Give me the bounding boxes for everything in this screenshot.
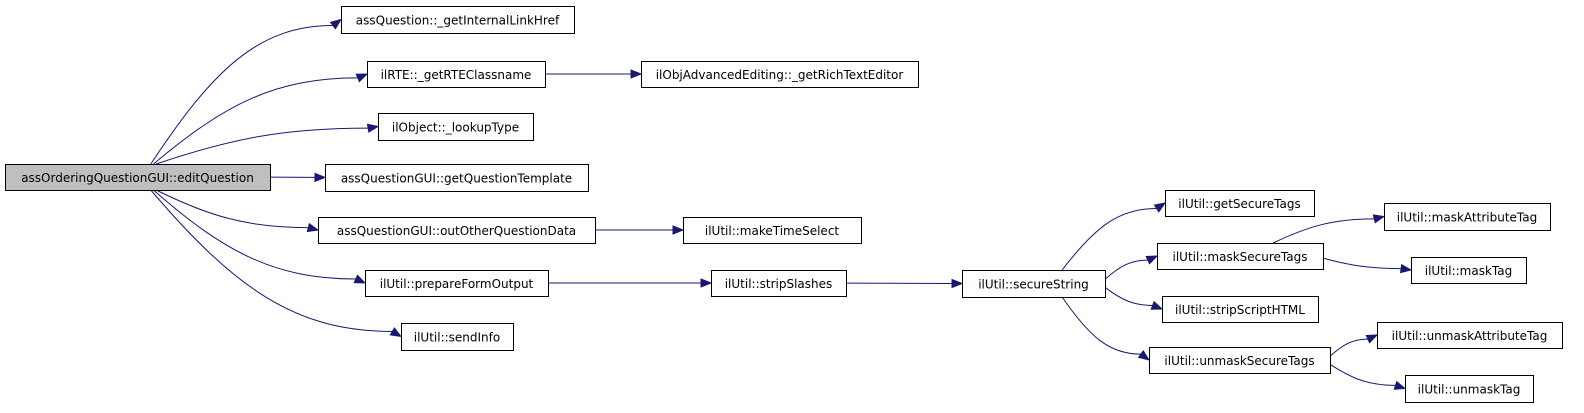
node-out-other[interactable]: assQuestionGUI::outOtherQuestionData xyxy=(318,217,596,244)
node-box xyxy=(1157,243,1324,270)
node-box xyxy=(641,61,919,88)
edge-secure-string-to-mask-secure-tags xyxy=(1104,255,1159,280)
edge-mask-secure-tags-to-mask-tag xyxy=(1322,257,1413,274)
node-box xyxy=(367,61,546,88)
node-secure-string[interactable]: ilUtil::secureString xyxy=(962,270,1106,298)
edge-prepare-form-to-strip-slashes xyxy=(548,278,713,288)
edge-root-to-rte-classname xyxy=(153,73,369,165)
node-box xyxy=(401,323,514,351)
node-label: ilRTE::_getRTEClassname xyxy=(381,68,532,82)
node-label: ilUtil::maskSecureTags xyxy=(1173,250,1308,264)
node-label: ilUtil::makeTimeSelect xyxy=(705,224,840,238)
node-mask-secure-tags[interactable]: ilUtil::maskSecureTags xyxy=(1157,243,1324,270)
node-box xyxy=(1165,190,1315,217)
node-root[interactable]: assOrderingQuestionGUI::editQuestion xyxy=(5,164,271,191)
node-label: ilObjAdvancedEditing::_getRichTextEditor xyxy=(656,68,904,82)
edge-root-to-internal-link-href xyxy=(150,18,343,165)
node-label: assQuestionGUI::getQuestionTemplate xyxy=(341,172,572,186)
node-box xyxy=(365,270,549,297)
node-label: ilUtil::unmaskAttributeTag xyxy=(1392,329,1548,343)
node-box xyxy=(378,113,534,141)
node-label: assQuestion::_getInternalLinkHref xyxy=(356,14,560,28)
node-label: ilUtil::sendInfo xyxy=(414,331,500,345)
node-lookup-type[interactable]: ilObject::_lookupType xyxy=(378,113,534,141)
node-label: ilUtil::maskAttributeTag xyxy=(1397,211,1537,225)
edge-out-other-to-make-time-select xyxy=(595,225,685,235)
node-internal-link-href[interactable]: assQuestion::_getInternalLinkHref xyxy=(341,6,575,34)
node-send-info[interactable]: ilUtil::sendInfo xyxy=(401,323,514,351)
edge-root-to-send-info xyxy=(150,189,403,338)
node-box xyxy=(1411,257,1527,284)
edge-root-to-prepare-form xyxy=(153,189,367,284)
node-label: assOrderingQuestionGUI::editQuestion xyxy=(21,171,254,185)
edge-root-to-question-template xyxy=(269,172,327,183)
node-box xyxy=(683,217,862,244)
node-label: ilUtil::unmaskTag xyxy=(1418,383,1521,397)
node-rte-classname[interactable]: ilRTE::_getRTEClassname xyxy=(367,61,546,88)
node-strip-slashes[interactable]: ilUtil::stripSlashes xyxy=(711,270,847,297)
node-label: ilUtil::unmaskSecureTags xyxy=(1164,354,1314,368)
node-box xyxy=(341,6,575,34)
edge-strip-slashes-to-secure-string xyxy=(845,278,964,289)
node-unmask-tag[interactable]: ilUtil::unmaskTag xyxy=(1405,375,1534,403)
edge-mask-secure-tags-to-mask-attribute-tag xyxy=(1272,214,1386,244)
node-label: ilUtil::getSecureTags xyxy=(1178,197,1300,211)
node-box xyxy=(711,270,847,297)
node-box xyxy=(5,164,271,191)
node-question-template[interactable]: assQuestionGUI::getQuestionTemplate xyxy=(325,164,589,192)
node-rich-text-editor[interactable]: ilObjAdvancedEditing::_getRichTextEditor xyxy=(641,61,919,88)
node-box xyxy=(1384,203,1551,231)
edge-root-to-lookup-type xyxy=(156,123,380,165)
node-make-time-select[interactable]: ilUtil::makeTimeSelect xyxy=(683,217,862,244)
node-label: ilObject::_lookupType xyxy=(392,121,519,135)
node-unmask-secure-tags[interactable]: ilUtil::unmaskSecureTags xyxy=(1149,347,1331,374)
node-mask-attribute-tag[interactable]: ilUtil::maskAttributeTag xyxy=(1384,203,1551,231)
node-label: assQuestionGUI::outOtherQuestionData xyxy=(337,224,576,238)
node-label: ilUtil::stripScriptHTML xyxy=(1175,303,1305,317)
node-label: ilUtil::prepareFormOutput xyxy=(380,277,534,291)
node-box xyxy=(318,217,596,244)
node-box xyxy=(325,164,589,192)
node-unmask-attribute-tag[interactable]: ilUtil::unmaskAttributeTag xyxy=(1377,322,1563,349)
node-label: ilUtil::secureString xyxy=(978,278,1089,292)
edges-layer xyxy=(150,18,1413,390)
node-box xyxy=(1162,296,1319,323)
edge-secure-string-to-get-secure-tags xyxy=(1061,202,1167,271)
node-box xyxy=(962,270,1106,298)
node-label: ilUtil::stripSlashes xyxy=(725,277,833,291)
edge-secure-string-to-strip-script-html xyxy=(1104,286,1164,310)
node-box xyxy=(1149,347,1331,374)
edge-secure-string-to-unmask-secure-tags xyxy=(1061,296,1151,361)
edge-root-to-out-other xyxy=(155,189,320,233)
edge-unmask-secure-tags-to-unmask-tag xyxy=(1329,363,1407,390)
edge-unmask-secure-tags-to-unmask-attribute-tag xyxy=(1329,334,1379,357)
node-strip-script-html[interactable]: ilUtil::stripScriptHTML xyxy=(1162,296,1319,323)
node-get-secure-tags[interactable]: ilUtil::getSecureTags xyxy=(1165,190,1315,217)
node-box xyxy=(1405,375,1534,403)
node-prepare-form[interactable]: ilUtil::prepareFormOutput xyxy=(365,270,549,297)
node-box xyxy=(1377,322,1563,349)
nodes-layer: assOrderingQuestionGUI::editQuestionassQ… xyxy=(5,6,1563,403)
node-label: ilUtil::maskTag xyxy=(1425,264,1512,278)
edge-rte-classname-to-rich-text-editor xyxy=(545,69,643,79)
node-mask-tag[interactable]: ilUtil::maskTag xyxy=(1411,257,1527,284)
